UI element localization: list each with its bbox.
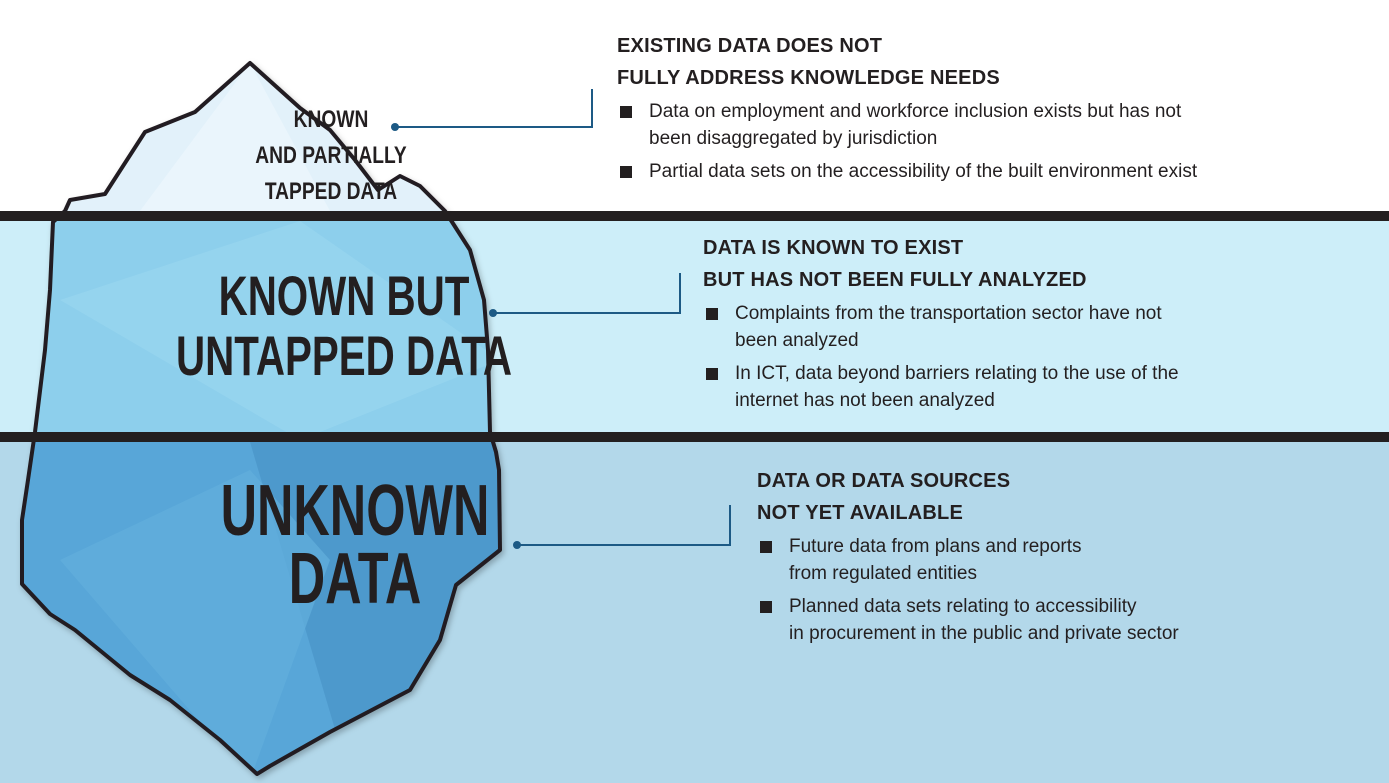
depth-divider <box>0 432 1389 442</box>
ice-label-bottom: UNKNOWN DATA <box>180 471 530 619</box>
bullet-square-icon <box>620 106 632 118</box>
bullet-item: Complaints from the transportation secto… <box>703 300 1363 354</box>
connector-dot-2 <box>489 309 497 317</box>
ice-label-line: TAPPED DATA <box>264 178 398 205</box>
connector-dot-3 <box>513 541 521 549</box>
bullet-item: Data on employment and workforce inclusi… <box>617 98 1317 152</box>
bullet-item: In ICT, data beyond barriers relating to… <box>703 360 1363 414</box>
bullet-square-icon <box>706 368 718 380</box>
ice-label-middle: KNOWN BUT UNTAPPED DATA <box>164 266 524 386</box>
ice-label-line: AND PARTIALLY <box>255 142 407 169</box>
bullet-item: Planned data sets relating to accessibil… <box>757 593 1377 647</box>
ice-label-line: UNTAPPED DATA <box>176 324 512 387</box>
connector-3 <box>517 505 731 546</box>
bullet-square-icon <box>760 541 772 553</box>
bullet-square-icon <box>706 308 718 320</box>
waterline-divider <box>0 211 1389 221</box>
bullet-item: Partial data sets on the accessibility o… <box>617 158 1317 185</box>
ice-label-line: DATA <box>288 539 422 619</box>
bullet-square-icon <box>620 166 632 178</box>
ice-label-line: KNOWN BUT <box>218 264 470 327</box>
bullet-square-icon <box>760 601 772 613</box>
connector-2 <box>493 273 681 314</box>
connector-1 <box>395 89 593 128</box>
ice-label-top: KNOWN AND PARTIALLY TAPPED DATA <box>251 102 411 210</box>
connector-dot-1 <box>391 123 399 131</box>
ice-label-line: KNOWN <box>293 106 369 133</box>
ice-label-line: UNKNOWN <box>220 471 490 551</box>
